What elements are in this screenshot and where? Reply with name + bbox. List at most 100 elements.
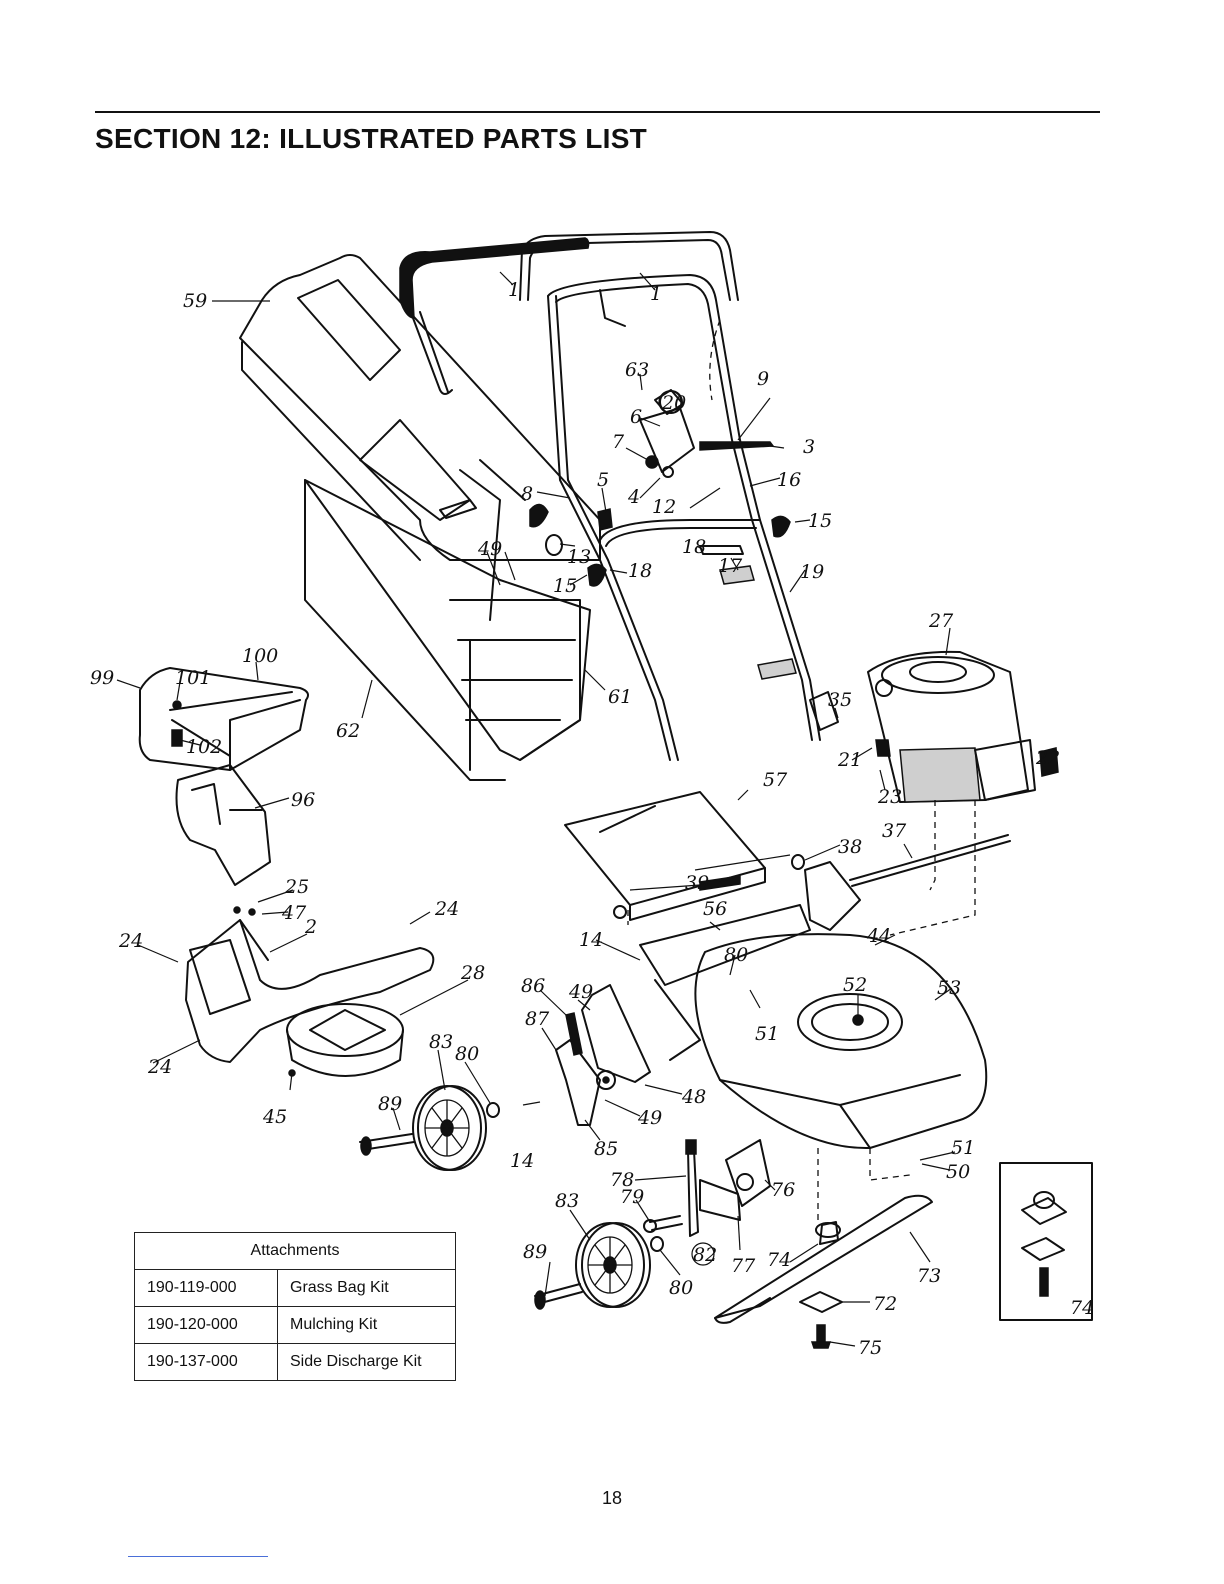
attachments-header-row: Attachments	[134, 1232, 456, 1270]
callout-21: 21	[837, 749, 862, 771]
callout-74a: 74	[767, 1249, 791, 1271]
callout-99: 99	[90, 667, 114, 689]
grass-bag-top	[239, 254, 601, 561]
callout-23: 23	[877, 786, 902, 808]
callout-75: 75	[858, 1337, 882, 1359]
callout-3: 3	[803, 436, 815, 458]
callout-87: 87	[525, 1008, 550, 1030]
callout-37: 37	[882, 820, 907, 842]
callout-83a: 83	[429, 1031, 453, 1053]
assembly-lines	[627, 319, 976, 1220]
blade-assembly	[714, 1194, 933, 1349]
callout-24c: 24	[147, 1056, 172, 1078]
header-rule	[95, 111, 1100, 113]
callout-25: 25	[284, 876, 309, 898]
height-adjuster-bracket	[555, 984, 651, 1126]
callout-53: 53	[937, 977, 961, 999]
callout-59: 59	[183, 290, 207, 312]
callout-49a: 49	[477, 538, 502, 560]
callout-78: 78	[610, 1169, 634, 1191]
attachments-header: Attachments	[134, 1232, 456, 1270]
part-number-cell: 190-137-000	[134, 1343, 278, 1381]
callout-100: 100	[242, 645, 278, 667]
callout-80a: 80	[724, 944, 748, 966]
callout-76: 76	[771, 1179, 795, 1201]
callout-49c: 49	[637, 1107, 662, 1129]
table-row: 190-120-000 Mulching Kit	[134, 1306, 456, 1344]
description-cell: Grass Bag Kit	[277, 1269, 456, 1307]
callout-38: 38	[838, 836, 862, 858]
callout-89a: 89	[378, 1093, 402, 1115]
callout-48: 48	[681, 1086, 706, 1108]
callout-27: 27	[928, 610, 954, 632]
callout-7: 7	[612, 431, 625, 453]
callout-52: 52	[843, 974, 867, 996]
footer-link-line	[128, 1556, 268, 1557]
callout-18b: 18	[628, 560, 652, 582]
callout-39: 39	[685, 872, 709, 894]
callout-20: 20	[661, 392, 686, 414]
table-row: 190-119-000 Grass Bag Kit	[134, 1269, 456, 1307]
callout-24b: 24	[434, 898, 459, 920]
callout-22: 22	[1035, 747, 1060, 769]
callout-72: 72	[873, 1293, 897, 1315]
callout-4: 4	[627, 486, 640, 508]
page-number: 18	[601, 1488, 623, 1508]
description-cell: Mulching Kit	[277, 1306, 456, 1344]
callout-61: 61	[608, 686, 632, 708]
callout-13: 13	[567, 546, 591, 568]
callout-50: 50	[946, 1161, 970, 1183]
front-wheel	[534, 1222, 664, 1310]
callout-51b: 51	[951, 1137, 975, 1159]
callout-6: 6	[630, 406, 642, 428]
front-axle-bracket	[643, 1139, 771, 1237]
callout-74b: 74	[1070, 1297, 1094, 1319]
part-number-cell: 190-119-000	[134, 1269, 278, 1307]
callout-56: 56	[703, 898, 727, 920]
mower-deck	[639, 904, 988, 1150]
callout-35: 35	[828, 689, 852, 711]
handle-grip	[399, 237, 590, 395]
callout-1a: 1	[508, 279, 520, 301]
callout-101: 101	[175, 667, 211, 689]
table-row: 190-137-000 Side Discharge Kit	[134, 1343, 456, 1381]
callout-15a: 15	[808, 510, 832, 532]
callout-19: 19	[800, 561, 824, 583]
callout-2: 2	[304, 916, 317, 938]
callout-89b: 89	[523, 1241, 547, 1263]
callout-62: 62	[336, 720, 360, 742]
callout-86: 86	[521, 975, 545, 997]
hinge-rod	[699, 834, 1011, 931]
callout-80b: 80	[455, 1043, 479, 1065]
callout-16: 16	[777, 469, 801, 491]
lower-handle	[529, 274, 839, 761]
callout-85: 85	[594, 1138, 618, 1160]
callout-15b: 15	[553, 575, 577, 597]
rear-flap	[564, 791, 766, 921]
part-number-cell: 190-120-000	[134, 1306, 278, 1344]
section-title: SECTION 12: ILLUSTRATED PARTS LIST	[95, 123, 648, 154]
callout-labels: 1 1 59 63 9 6 20 3 7 4 12 16 5 8 13 15 1…	[90, 279, 1094, 1359]
callout-80c: 80	[669, 1277, 693, 1299]
callout-18a: 18	[682, 536, 706, 558]
leader-lines	[116, 271, 1041, 1347]
callout-47: 47	[281, 902, 307, 924]
rear-wheel	[359, 1085, 500, 1171]
mulching-baffle	[286, 1003, 404, 1077]
callout-14a: 14	[579, 929, 603, 951]
description-cell: Side Discharge Kit	[277, 1343, 456, 1381]
callout-5: 5	[597, 469, 609, 491]
callout-24a: 24	[118, 930, 143, 952]
callout-1b: 1	[650, 283, 662, 305]
callout-49b: 49	[568, 981, 593, 1003]
callout-12: 12	[652, 496, 676, 518]
blade-adapter-inset	[999, 1162, 1093, 1321]
callout-8: 8	[521, 483, 533, 505]
callout-14b: 14	[510, 1150, 534, 1172]
callout-63: 63	[625, 359, 649, 381]
callout-96: 96	[291, 789, 315, 811]
mulch-plug	[175, 764, 271, 886]
callout-77: 77	[731, 1255, 756, 1277]
